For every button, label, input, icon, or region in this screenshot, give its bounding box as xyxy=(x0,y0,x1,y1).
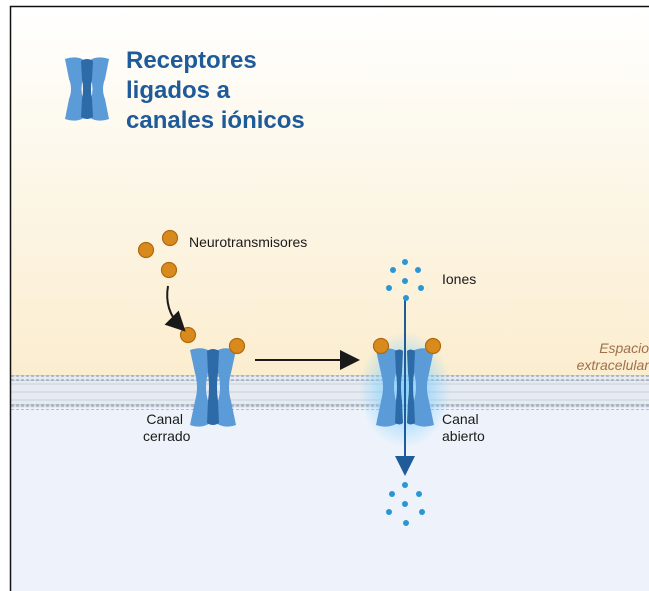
bound-neurotransmitter xyxy=(228,337,246,355)
neurotransmitter-group xyxy=(137,229,197,344)
ion-dot xyxy=(386,285,392,291)
bound-neurotransmitter xyxy=(372,337,390,355)
neurotransmitter-dot xyxy=(179,326,197,344)
binding-arrow xyxy=(164,285,186,332)
title-line-3: canales iónicos xyxy=(126,107,305,134)
ions-label: Iones xyxy=(442,271,477,287)
ion-dot xyxy=(419,509,425,515)
extracellular-label: Espacio extracelular xyxy=(576,340,649,373)
intracellular-region xyxy=(10,376,649,591)
neurotransmitter-dot xyxy=(137,241,155,259)
neurotransmitters-label: Neurotransmisores xyxy=(189,234,308,250)
closed-channel-label: Canal cerrado xyxy=(143,411,191,444)
ion-dot xyxy=(402,278,408,284)
bound-neurotransmitter xyxy=(424,337,442,355)
ion-dot xyxy=(416,491,422,497)
ion-dot xyxy=(415,267,421,273)
ion-dot xyxy=(418,285,424,291)
ion-dot xyxy=(390,267,396,273)
neurotransmitter-dot xyxy=(161,229,179,247)
cell-membrane xyxy=(10,375,649,410)
ion-dot xyxy=(402,501,408,507)
ions-bottom xyxy=(386,482,425,526)
extracellular-region xyxy=(10,6,649,376)
ion-dot xyxy=(402,482,408,488)
neurotransmitter-dot xyxy=(160,261,178,279)
ion-dot xyxy=(389,491,395,497)
frame-border xyxy=(9,5,649,591)
title-line-2: ligados a xyxy=(126,77,231,104)
open-channel xyxy=(376,348,434,427)
ions-top xyxy=(386,259,424,301)
ion-dot xyxy=(402,259,408,265)
ion-dot xyxy=(386,509,392,515)
open-channel-label: Canal abierto xyxy=(442,411,485,444)
title-line-1: Receptores xyxy=(126,47,257,74)
ion-dot xyxy=(403,520,409,526)
diagram-title: Receptores ligados a canales iónicos xyxy=(126,46,386,136)
closed-channel xyxy=(190,348,236,427)
channel-icon xyxy=(65,57,109,121)
ion-dot xyxy=(403,295,409,301)
